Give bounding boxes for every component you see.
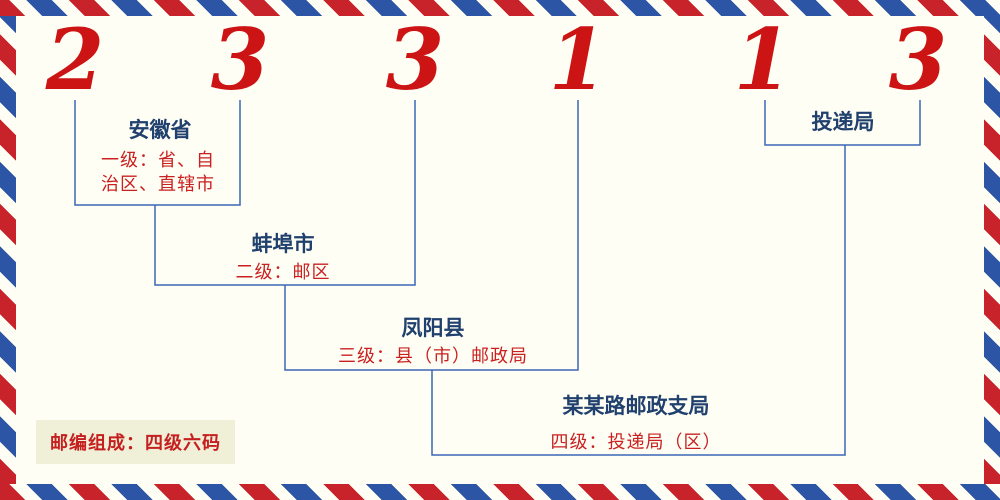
level4-title: 某某路邮政支局 — [562, 394, 710, 418]
level2-desc: 二级：邮区 — [235, 262, 331, 283]
level5-title: 投递局 — [811, 110, 875, 134]
postal-digit-6: 3 — [888, 10, 948, 109]
airmail-border-bottom — [0, 484, 1000, 500]
level1-desc-line2: 治区、直辖市 — [101, 174, 215, 195]
airmail-border-left — [0, 16, 16, 484]
level1-title: 安徽省 — [128, 118, 192, 142]
postal-digit-2: 3 — [210, 10, 270, 109]
airmail-border-right — [984, 16, 1000, 484]
postal-digit-5: 1 — [733, 10, 793, 109]
airmail-border-top — [0, 0, 1000, 16]
level3-title: 凤阳县 — [401, 316, 465, 340]
postal-digit-4: 1 — [548, 10, 608, 109]
level2-title: 蚌埠市 — [251, 232, 315, 256]
composition-note: 邮编组成：四级六码 — [36, 420, 235, 464]
level4-desc: 四级：投递局（区） — [550, 432, 722, 453]
postal-digit-3: 3 — [385, 10, 445, 109]
level3-desc: 三级：县（市）邮政局 — [338, 346, 528, 367]
postal-digit-1: 2 — [45, 10, 105, 109]
level1-desc-line1: 一级：省、自 — [101, 150, 215, 171]
